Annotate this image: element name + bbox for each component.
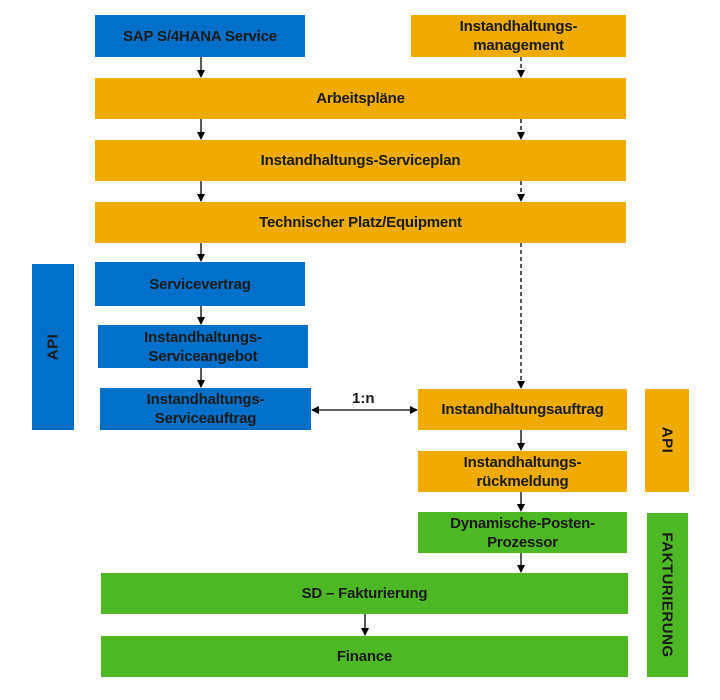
node-maintenance-order: Instandhaltungsauftrag bbox=[418, 389, 627, 430]
node-label: Instandhaltungs- rückmeldung bbox=[463, 453, 582, 490]
node-maintenance-management: Instandhaltungs- management bbox=[411, 15, 626, 57]
node-label: Instandhaltungs- Serviceangebot bbox=[144, 328, 262, 365]
node-maintenance-service-order: Instandhaltungs- Serviceauftrag bbox=[100, 388, 311, 430]
api-label-right: API bbox=[658, 426, 676, 454]
node-label: Technischer Platz/Equipment bbox=[259, 214, 462, 231]
node-functional-location-equipment: Technischer Platz/Equipment bbox=[95, 202, 626, 243]
node-label: Servicevertrag bbox=[149, 275, 251, 293]
node-label: SD – Fakturierung bbox=[301, 585, 428, 602]
node-label: Instandhaltungs-Serviceplan bbox=[260, 152, 461, 169]
node-label: Finance bbox=[336, 648, 393, 665]
node-label: Instandhaltungs- Serviceauftrag bbox=[146, 391, 265, 427]
node-label: Instandhaltungsauftrag bbox=[441, 401, 604, 418]
node-label: Instandhaltungs- management bbox=[459, 18, 578, 54]
node-maintenance-service-plan: Instandhaltungs-Serviceplan bbox=[95, 140, 626, 181]
node-dynamic-item-processor: Dynamische-Posten- Prozessor bbox=[418, 512, 627, 553]
billing-side-panel bbox=[647, 513, 688, 677]
node-service-contract: Servicevertrag bbox=[95, 262, 305, 306]
node-maintenance-confirmation: Instandhaltungs- rückmeldung bbox=[418, 451, 627, 492]
api-label-left: API bbox=[44, 333, 62, 361]
node-sap-s4hana-service: SAP S/4HANA Service bbox=[95, 15, 305, 57]
node-label: SAP S/4HANA Service bbox=[123, 27, 277, 45]
api-side-panel-right bbox=[645, 389, 689, 492]
node-finance: Finance bbox=[101, 636, 628, 677]
node-sd-billing: SD – Fakturierung bbox=[101, 573, 628, 614]
billing-label: FAKTURIERUNG bbox=[658, 532, 676, 658]
node-label: Dynamische-Posten- Prozessor bbox=[450, 514, 595, 551]
node-label: Arbeitspläne bbox=[316, 90, 405, 107]
api-side-panel-left bbox=[32, 264, 74, 430]
node-maintenance-service-quotation: Instandhaltungs- Serviceangebot bbox=[98, 325, 308, 368]
node-task-lists: Arbeitspläne bbox=[95, 78, 626, 119]
edge-label-1-to-n: 1:n bbox=[352, 390, 375, 407]
